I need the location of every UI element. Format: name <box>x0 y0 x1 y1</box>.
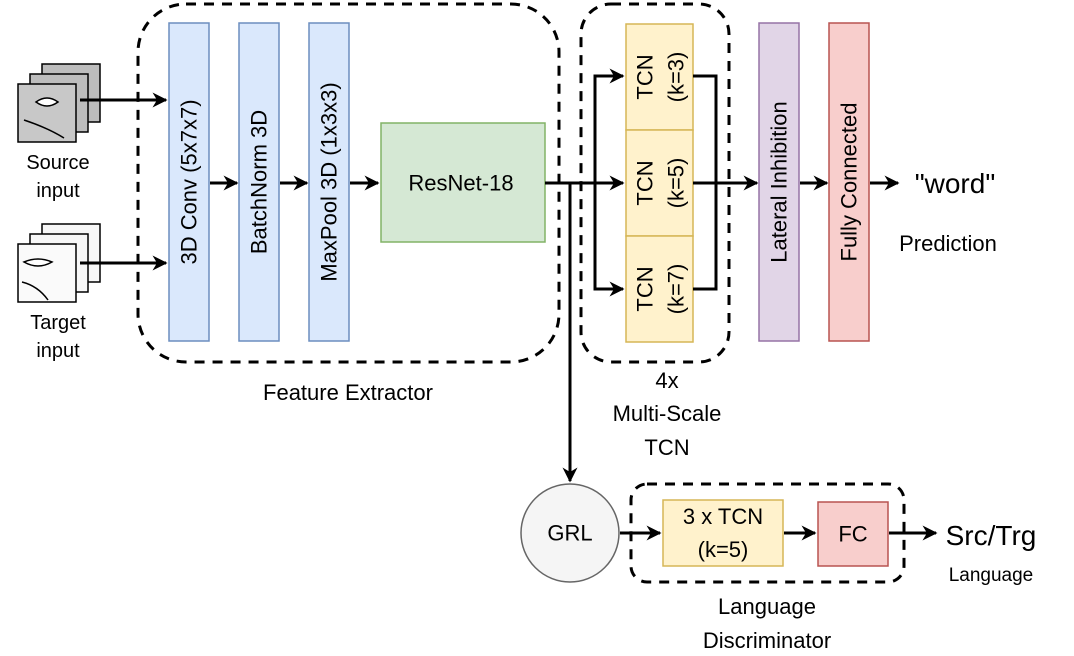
prediction-caption: Prediction <box>899 231 997 256</box>
grl-node <box>520 483 620 583</box>
conv3d-label: 3D Conv (5x7x7) <box>177 99 202 264</box>
tcn-branch-k5-name: TCN <box>633 160 658 205</box>
grl-label: GRL <box>547 521 592 546</box>
maxpool3d-block <box>308 22 350 342</box>
language-discriminator-caption-2: Discriminator <box>703 628 831 653</box>
tcn-branch-k7-name: TCN <box>633 266 658 311</box>
tcn-branch-k5-kernel: (k=5) <box>664 158 689 209</box>
resnet18-label: ResNet-18 <box>408 171 513 196</box>
arrow-split-to-tcn-k7 <box>593 183 625 297</box>
discriminator-tcn-block <box>662 499 784 567</box>
discriminator-output: Src/Trg <box>946 520 1037 551</box>
discriminator-fc-label: FC <box>838 522 867 547</box>
multiscale-tcn-caption-1: 4x <box>655 368 678 393</box>
connector-arrows <box>80 68 938 541</box>
tcn-branch-k3 <box>625 23 694 131</box>
feature-extractor-caption: Feature Extractor <box>263 380 433 405</box>
target-input-label-2: input <box>36 340 80 362</box>
source-input-label-2: input <box>36 180 80 202</box>
prediction-output-word: "word" <box>915 168 996 199</box>
conv3d-block <box>168 22 210 342</box>
arrow-split-to-tcn-k3 <box>593 68 625 183</box>
tcn-branch-k5 <box>625 129 694 237</box>
tcn-branch-k7-kernel: (k=7) <box>664 264 689 315</box>
batchnorm3d-label: BatchNorm 3D <box>247 110 272 254</box>
tcn-branch-k3-kernel: (k=3) <box>664 52 689 103</box>
target-input-frames-icon <box>17 223 101 303</box>
fully-connected-block <box>828 22 870 342</box>
maxpool3d-label: MaxPool 3D (1x3x3) <box>317 82 342 281</box>
tcn-branch-k3-name: TCN <box>633 54 658 99</box>
merge-from-tcn-k7 <box>693 183 718 291</box>
resnet18-block <box>380 122 546 243</box>
target-input-label: Target <box>30 312 86 334</box>
source-input-label: Source <box>26 152 89 174</box>
discriminator-fc-block <box>817 501 889 567</box>
lateral-inhibition-label: Lateral Inhibition <box>767 101 792 262</box>
fully-connected-label: Fully Connected <box>837 103 862 262</box>
multiscale-tcn-caption-2: Multi-Scale <box>613 401 722 426</box>
merge-from-tcn-k3 <box>693 74 718 183</box>
batchnorm3d-block <box>238 22 280 342</box>
multiscale-tcn-caption-3: TCN <box>644 435 689 460</box>
tcn-branch-k7 <box>625 235 694 343</box>
language-discriminator-caption-1: Language <box>718 594 816 619</box>
source-input-frames-icon <box>17 63 101 143</box>
discriminator-tcn-label-2: (k=5) <box>698 537 749 562</box>
discriminator-tcn-label-1: 3 x TCN <box>683 504 763 529</box>
discriminator-output-sub: Language <box>949 565 1034 586</box>
lateral-inhibition-block <box>758 22 800 342</box>
